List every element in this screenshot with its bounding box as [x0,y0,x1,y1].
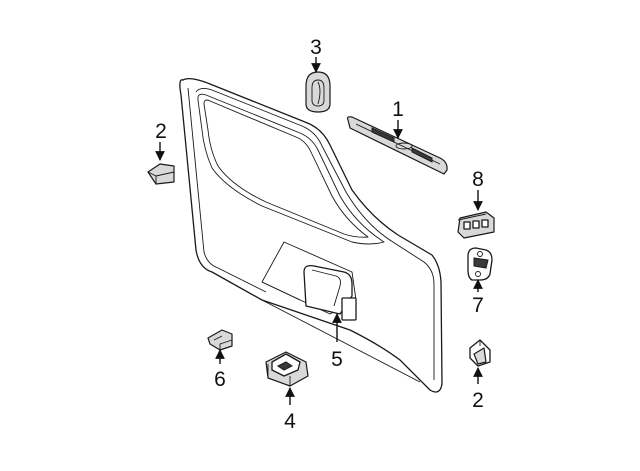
callout-2-left: 2 [155,120,167,143]
part-4-housing [265,351,309,387]
part-1-garnish-strip [346,116,448,175]
part-8-switch-bezel [457,211,495,239]
part-6-clip [207,329,233,351]
callout-8: 8 [472,168,484,191]
callout-6: 6 [214,368,226,391]
callout-labels: 1 2 2 3 4 5 6 7 8 [155,36,484,433]
callout-7: 7 [472,294,484,317]
part-2-clip-left [147,163,175,185]
part-3-grip-cap [305,71,331,113]
part-5-handle [303,264,357,321]
callout-5: 5 [331,348,343,371]
callout-1: 1 [392,98,404,121]
part-2-clip-right [469,339,491,367]
liftgate-trim-panel [179,78,443,393]
callout-2-right: 2 [472,389,484,412]
part-7-latch [467,247,493,281]
callout-4: 4 [284,410,296,433]
callout-arrows [155,57,483,405]
callout-3: 3 [310,36,322,59]
